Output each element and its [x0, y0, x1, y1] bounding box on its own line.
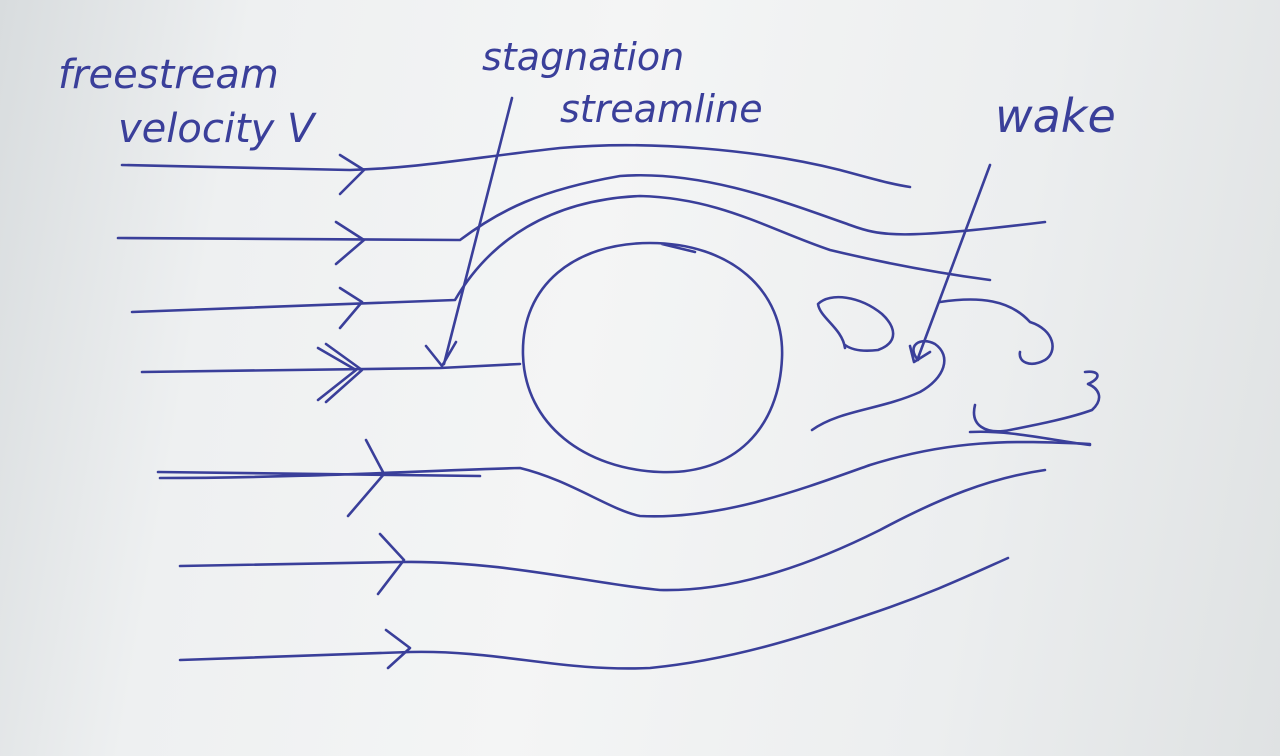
wake-pointer-arrow	[908, 163, 992, 364]
streamline-lower-2	[178, 468, 1047, 592]
wake-upper-edge	[938, 298, 1054, 365]
arrowhead-7	[384, 628, 412, 670]
arrowhead-1	[338, 153, 366, 196]
stagnation-label-line2: streamline	[560, 87, 763, 131]
wake-trailing-eddies	[968, 370, 1101, 447]
streamline-upper-2	[116, 173, 1047, 242]
freestream-label-line1: freestream	[58, 52, 279, 98]
streamline-upper-3	[130, 194, 992, 314]
freestream-label-line2: velocity V	[118, 106, 317, 152]
arrowhead-4	[316, 342, 364, 404]
streamline-lower-3	[178, 556, 1010, 670]
stagnation-label-line1: stagnation	[482, 35, 684, 79]
arrowhead-3	[338, 286, 364, 330]
arrowhead-6	[376, 532, 406, 596]
arrowhead-2	[334, 220, 366, 266]
stagnation-streamline	[140, 362, 522, 374]
wake-vortex-center	[810, 339, 946, 432]
wake-label: wake	[995, 89, 1116, 143]
streamline-lower-1	[156, 440, 1092, 518]
cylinder	[521, 241, 784, 474]
stagnation-pointer-arrow	[424, 96, 514, 368]
arrowhead-5	[346, 438, 386, 518]
wake-vortex-upper	[816, 295, 895, 353]
streamline-upper-1	[120, 143, 912, 189]
